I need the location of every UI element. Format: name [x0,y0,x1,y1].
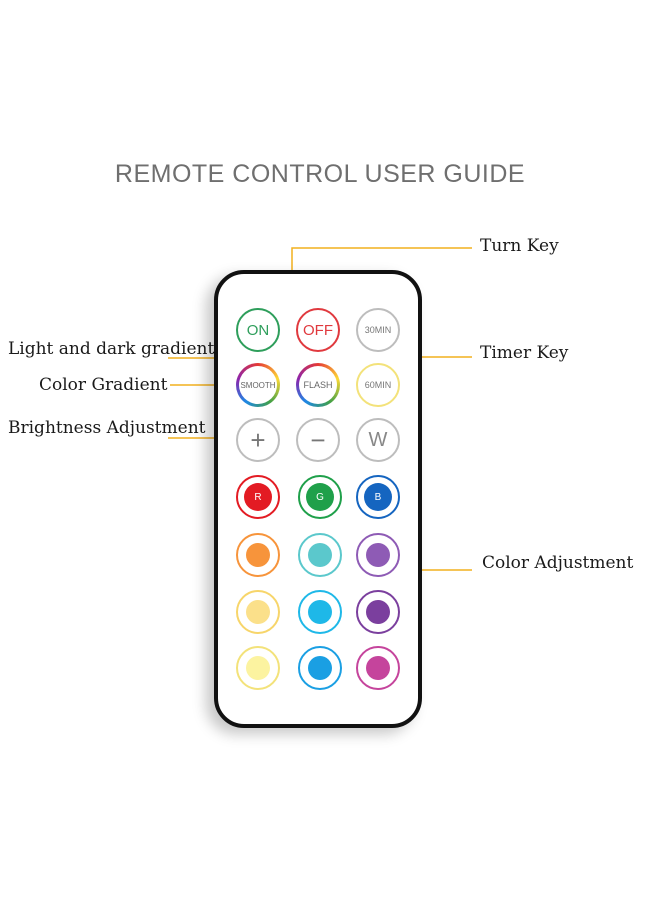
timer-60-button[interactable]: 60MIN [356,363,400,407]
callout-color-adjustment: Color Adjustment [482,553,634,573]
callout-timer-key: Timer Key [480,343,569,363]
blue-dot: B [364,483,392,511]
flash-button[interactable]: FLASH [296,363,340,407]
callout-color-gradient: Color Gradient [39,375,168,395]
timer-30-button[interactable]: 30MIN [356,308,400,352]
sky-blue-button[interactable] [298,590,342,634]
callout-turn-key: Turn Key [480,236,559,256]
flash-label: FLASH [303,380,333,390]
azure-button[interactable] [298,646,342,690]
remote-control: ON OFF 30MIN SMOOTH FLASH 60MIN + − [214,270,422,728]
light-yellow-dot [246,600,270,624]
page-title: REMOTE CONTROL USER GUIDE [114,160,526,188]
pale-yellow-button[interactable] [236,646,280,690]
green-button[interactable]: G [298,475,342,519]
smooth-button-face: SMOOTH [239,366,277,404]
flash-button-face: FLASH [299,366,337,404]
off-button[interactable]: OFF [296,308,340,352]
magenta-dot [366,656,390,680]
white-label: W [368,428,388,451]
red-button[interactable]: R [236,475,280,519]
plus-icon: + [250,425,266,455]
lavender-button[interactable] [356,533,400,577]
teal-dot [308,543,332,567]
smooth-label: SMOOTH [240,380,276,390]
minus-icon: − [310,425,326,455]
magenta-button[interactable] [356,646,400,690]
blue-button[interactable]: B [356,475,400,519]
sky-blue-dot [308,600,332,624]
on-button[interactable]: ON [236,308,280,352]
callout-brightness-adjustment: Brightness Adjustment [8,418,206,438]
teal-button[interactable] [298,533,342,577]
lavender-dot [366,543,390,567]
light-yellow-button[interactable] [236,590,280,634]
purple-dot [366,600,390,624]
orange-dot [246,543,270,567]
purple-button[interactable] [356,590,400,634]
off-label: OFF [303,321,333,339]
blue-label: B [374,491,382,503]
red-dot: R [244,483,272,511]
green-label: G [316,491,324,503]
timer-60-label: 60MIN [364,380,392,390]
brightness-down-button[interactable]: − [296,418,340,462]
red-label: R [254,491,262,503]
timer-30-label: 30MIN [364,325,392,335]
brightness-up-button[interactable]: + [236,418,280,462]
azure-dot [308,656,332,680]
orange-button[interactable] [236,533,280,577]
white-button[interactable]: W [356,418,400,462]
pale-yellow-dot [246,656,270,680]
on-label: ON [246,321,270,339]
smooth-button[interactable]: SMOOTH [236,363,280,407]
green-dot: G [306,483,334,511]
callout-light-dark-gradient: Light and dark gradient [8,339,215,359]
